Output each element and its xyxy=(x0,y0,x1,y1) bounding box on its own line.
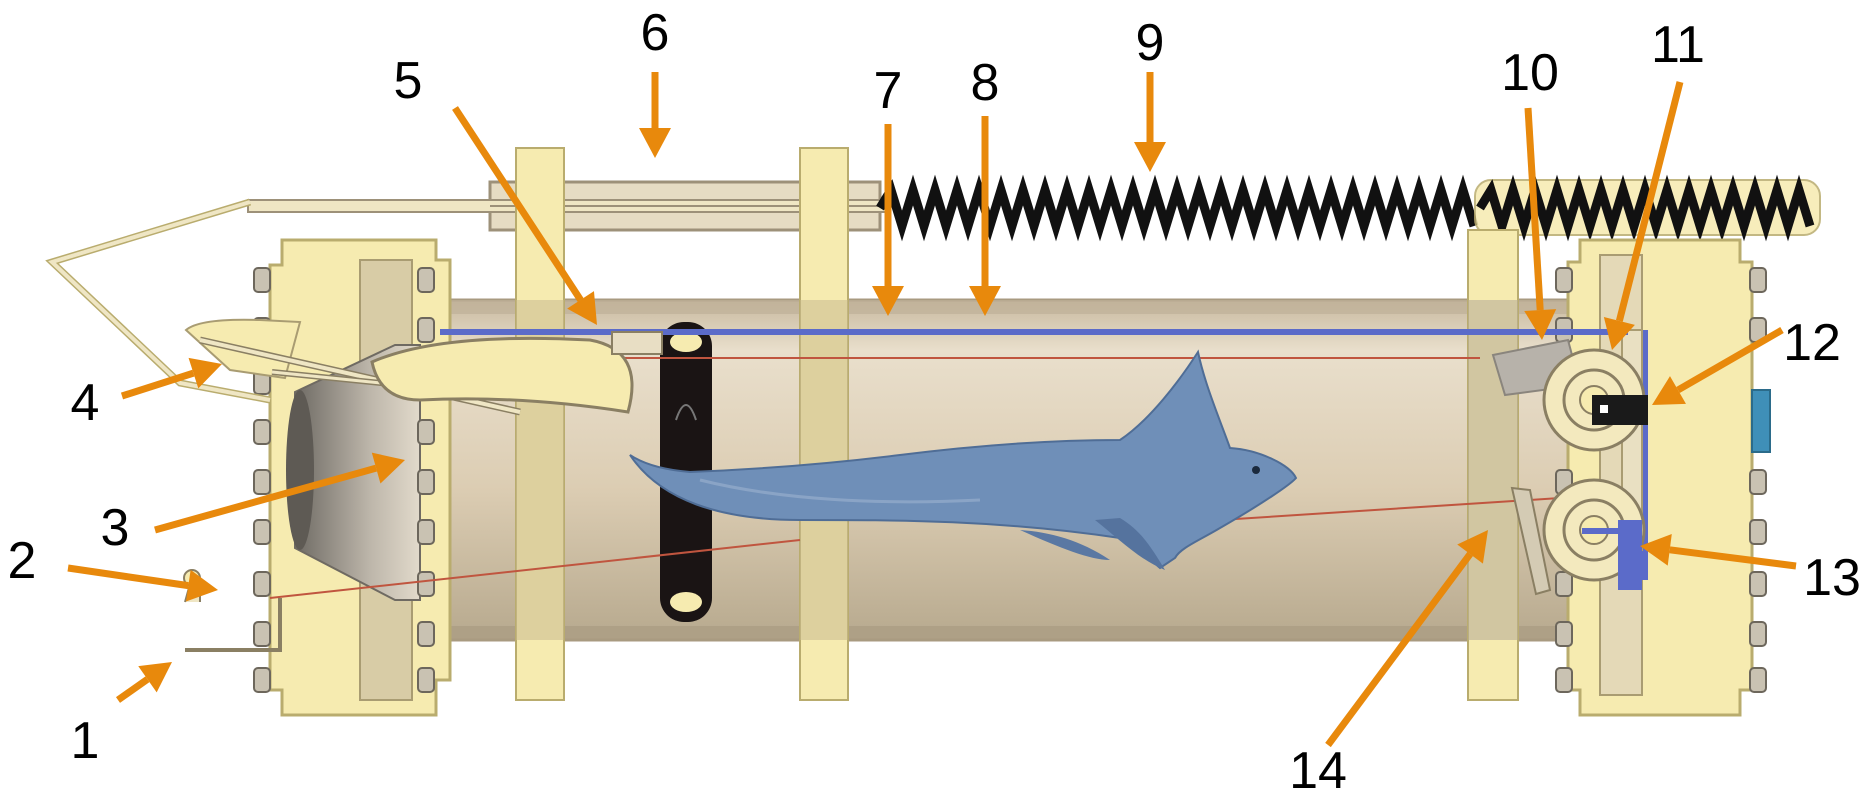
flange-bolt xyxy=(1749,667,1767,693)
callout-14: 14 xyxy=(1289,742,1347,796)
flange-bolt xyxy=(417,621,435,647)
arrow-4 xyxy=(120,357,222,400)
callout-4: 4 xyxy=(71,374,100,432)
flange-bolt xyxy=(417,571,435,597)
rear-flange-plate xyxy=(1566,238,1754,717)
trigger-line-lower xyxy=(269,539,801,599)
flange-bolt xyxy=(1749,621,1767,647)
flange-bolt xyxy=(417,469,435,495)
gate-plate xyxy=(1640,330,1648,580)
flange-bolt xyxy=(1749,519,1767,545)
arrow-8 xyxy=(969,116,1001,316)
coil-spring xyxy=(876,174,1821,242)
arrow-5 xyxy=(452,106,597,325)
rail-catch xyxy=(1582,528,1642,534)
release-mechanism xyxy=(1491,338,1648,596)
sensor-port xyxy=(1751,389,1771,453)
arrow-12 xyxy=(1652,326,1784,405)
arrow-6 xyxy=(639,72,671,158)
trigger-lever xyxy=(1510,486,1552,596)
callout-labels: 1 2 3 4 5 6 7 8 9 10 11 12 13 14 xyxy=(8,4,1861,796)
rear-flange xyxy=(1555,238,1771,717)
door-latch xyxy=(611,331,663,355)
release-rod-housing xyxy=(247,180,889,232)
callout-2: 2 xyxy=(8,532,37,590)
flange-bolt xyxy=(417,317,435,343)
flange-bolt xyxy=(253,267,271,293)
callout-11: 11 xyxy=(1651,16,1705,74)
flange-bolt xyxy=(417,267,435,293)
flange-bolt xyxy=(1555,621,1573,647)
callout-13: 13 xyxy=(1803,549,1861,607)
callout-7: 7 xyxy=(874,62,903,120)
flange-bolt xyxy=(253,469,271,495)
flange-bolt xyxy=(1749,469,1767,495)
flange-bolt xyxy=(1555,571,1573,597)
flange-bolt xyxy=(417,667,435,693)
flange-bolt xyxy=(1749,267,1767,293)
arrow-10 xyxy=(1524,107,1557,340)
arrow-11 xyxy=(1603,81,1684,350)
coil-spring-icon xyxy=(876,174,1479,242)
flange-bolt xyxy=(253,519,271,545)
callout-6: 6 xyxy=(641,4,670,62)
flange-bolt xyxy=(253,571,271,597)
arrow-3 xyxy=(154,452,405,534)
arrow-1 xyxy=(115,662,172,703)
entrance-door xyxy=(370,336,634,414)
arrow-2 xyxy=(67,564,218,602)
callout-1: 1 xyxy=(71,712,100,770)
callout-arrows xyxy=(67,72,1797,748)
callout-5: 5 xyxy=(394,52,423,110)
arrow-7 xyxy=(872,124,904,316)
flange-bolt xyxy=(1749,571,1767,597)
flange-bolt xyxy=(253,621,271,647)
arrow-14 xyxy=(1325,530,1488,748)
flange-bolt xyxy=(1555,267,1573,293)
callout-12: 12 xyxy=(1783,314,1841,372)
flange-bolt xyxy=(1555,667,1573,693)
callout-8: 8 xyxy=(971,54,1000,112)
callout-3: 3 xyxy=(101,499,130,557)
callout-9: 9 xyxy=(1136,14,1165,72)
flange-bolt xyxy=(253,419,271,445)
flange-bolt xyxy=(417,419,435,445)
door-linkage xyxy=(45,198,663,652)
flange-bolt xyxy=(417,519,435,545)
rear-flange-bolts xyxy=(1555,267,1767,693)
flange-bolt xyxy=(253,667,271,693)
arrow-9 xyxy=(1134,72,1166,172)
callout-10: 10 xyxy=(1501,44,1559,102)
shark-icon xyxy=(629,349,1298,570)
arrow-13 xyxy=(1640,533,1797,570)
